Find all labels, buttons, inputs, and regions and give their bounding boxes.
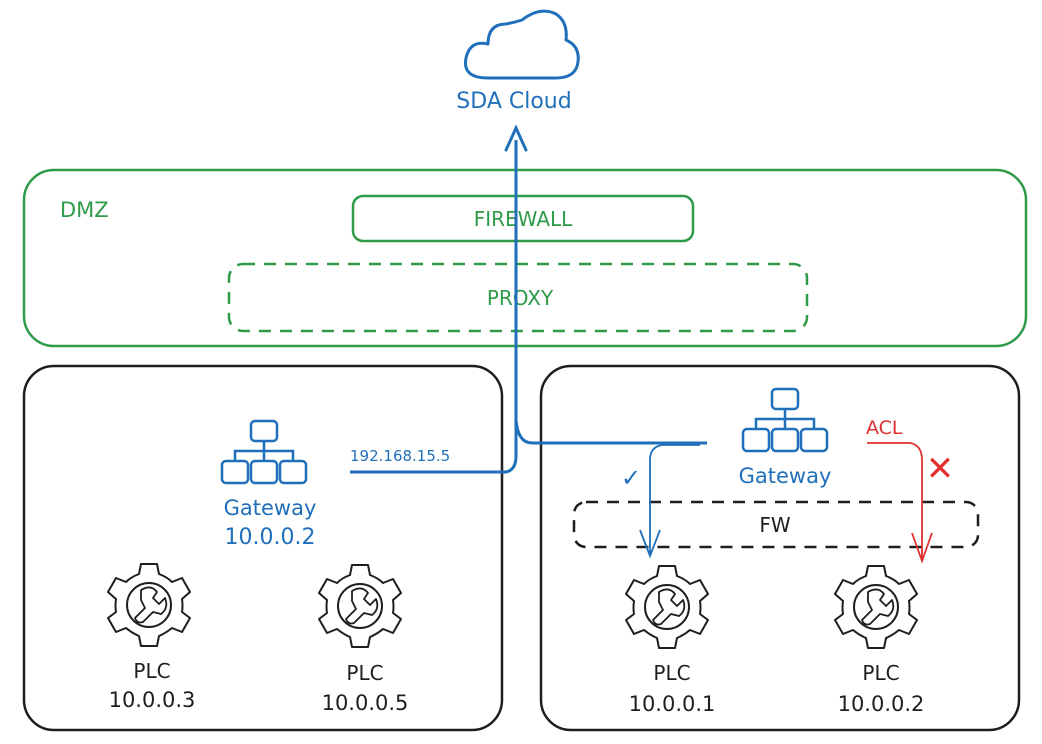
- plc-ip: 10.0.0.5: [322, 691, 409, 715]
- right-gateway-label: Gateway: [739, 464, 832, 488]
- firewall-box: [351, 194, 695, 243]
- fw-box: [572, 500, 980, 549]
- left-gateway-ip: 10.0.0.2: [225, 525, 316, 550]
- cloud-arrowhead: [504, 124, 528, 152]
- cloud-icon: [463, 9, 580, 80]
- network-hierarchy-icon: [741, 387, 829, 453]
- gear-wrench-icon: [107, 563, 191, 647]
- network-hierarchy-icon: [220, 419, 308, 485]
- proxy-label: PROXY: [487, 286, 554, 310]
- plc-ip: 10.0.0.3: [109, 688, 196, 712]
- plc-label: PLC: [346, 661, 383, 685]
- right-uplink-connector: [514, 419, 707, 445]
- right-plant-zone: [539, 364, 1021, 732]
- left-plant-zone: [22, 364, 504, 732]
- acl-label: ACL: [866, 417, 903, 439]
- gear-wrench-icon: [834, 565, 918, 649]
- allowed-check-icon: ✓: [621, 464, 641, 492]
- plc-label: PLC: [133, 659, 170, 683]
- blocked-flow-arrow: [867, 442, 933, 564]
- blocked-x-icon: ✕: [926, 449, 955, 489]
- plc-label: PLC: [653, 661, 690, 685]
- gear-wrench-icon: [318, 564, 402, 648]
- left-gateway-label: Gateway: [224, 496, 317, 520]
- dmz-zone: [22, 168, 1028, 348]
- gear-wrench-icon: [625, 565, 709, 649]
- plc-ip: 10.0.0.1: [629, 692, 716, 716]
- firewall-label: FIREWALL: [474, 207, 573, 231]
- cloud-label: SDA Cloud: [456, 89, 571, 114]
- uplink-ip-label: 192.168.15.5: [350, 447, 450, 465]
- dmz-label: DMZ: [60, 198, 109, 222]
- proxy-box: [227, 262, 809, 333]
- left-uplink-connector: [350, 140, 518, 474]
- plc-label: PLC: [862, 661, 899, 685]
- fw-label: FW: [759, 513, 791, 537]
- plc-ip: 10.0.0.2: [838, 692, 925, 716]
- allowed-flow-arrow: [639, 444, 700, 559]
